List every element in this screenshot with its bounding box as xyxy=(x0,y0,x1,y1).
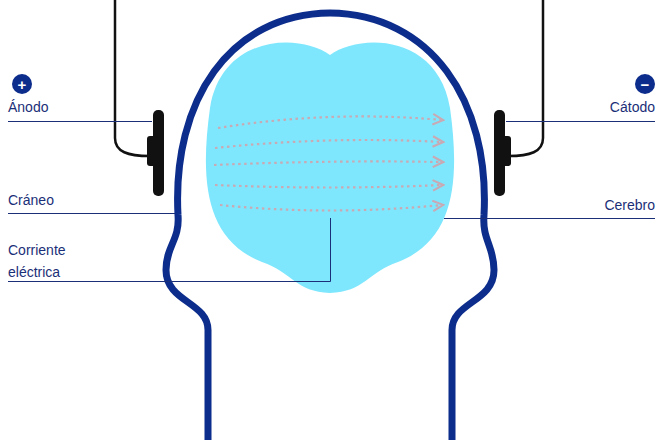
electrode-left xyxy=(115,0,164,196)
current-arrows xyxy=(214,116,442,210)
part-label: Cráneo xyxy=(8,192,128,208)
part-label: Ánodo xyxy=(8,99,128,115)
leader-lines xyxy=(8,122,655,282)
part-label: Cerebro xyxy=(535,197,655,213)
electrode-right xyxy=(494,0,543,196)
polarity-badge: − xyxy=(635,74,655,94)
part-label: Cátodo xyxy=(535,99,655,115)
polarity-sign: + xyxy=(12,74,32,94)
part-label: Corriente eléctrica xyxy=(8,239,86,283)
polarity-sign: − xyxy=(635,74,655,94)
polarity-badge: + xyxy=(12,74,32,94)
